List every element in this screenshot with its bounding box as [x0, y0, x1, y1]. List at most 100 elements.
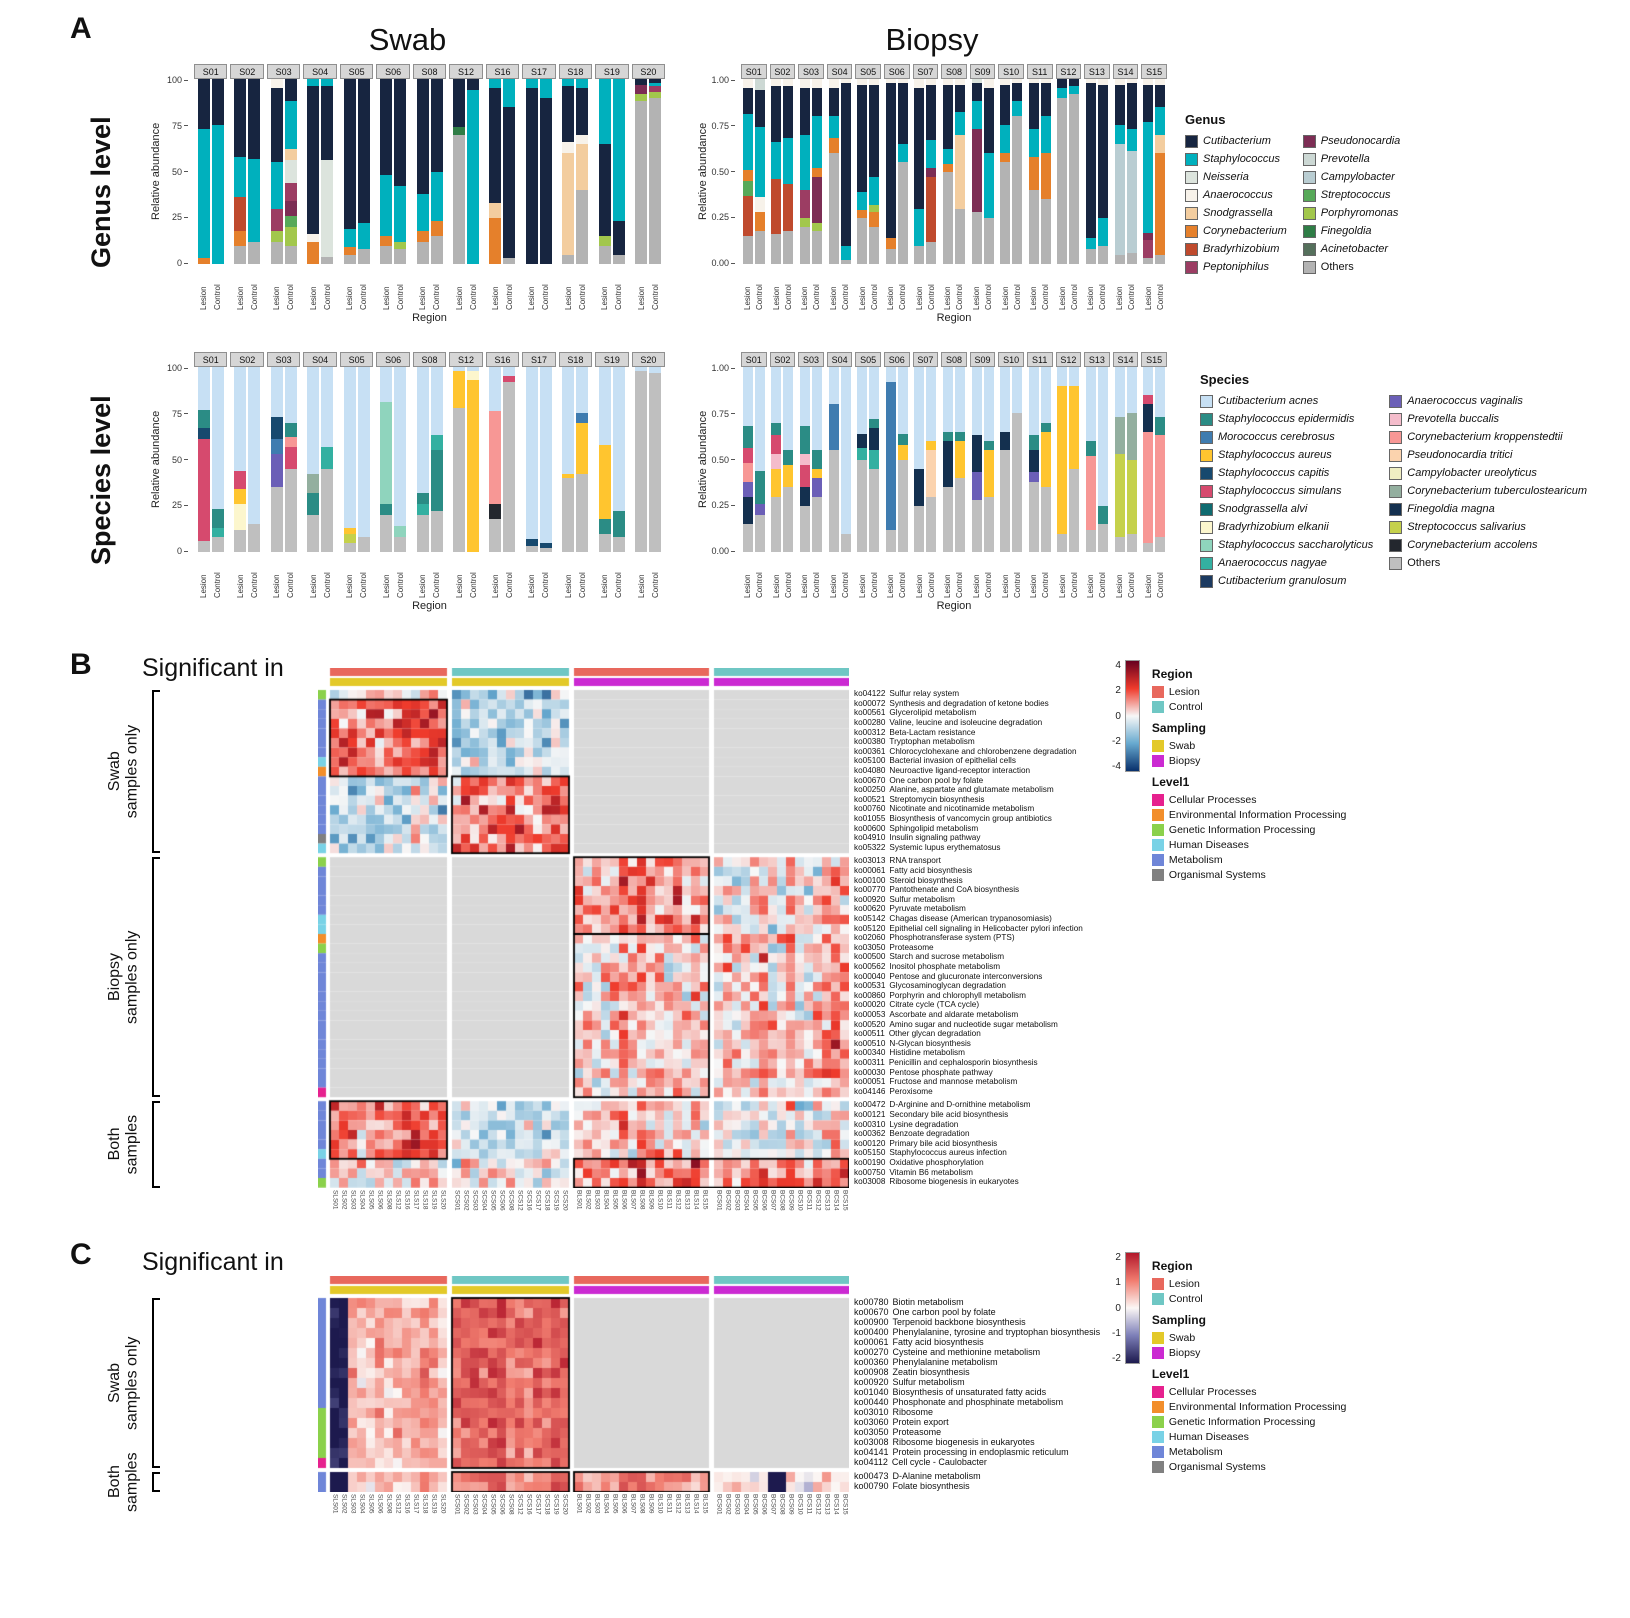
sample-column-label: SCS04 — [480, 1494, 488, 1515]
x-tick-label: Lesion — [636, 574, 646, 598]
stacked-bar — [983, 367, 994, 552]
bar-segment — [869, 212, 880, 227]
x-tick-label: Lesion — [857, 286, 867, 310]
x-tick-label: Lesion — [418, 286, 428, 310]
facet-plot — [339, 367, 374, 552]
x-tick-label: Control — [1098, 572, 1108, 598]
sample-column-label: SCS01 — [453, 1494, 461, 1515]
bar-segment — [394, 241, 407, 250]
legend-item: Staphylococcus epidermidis — [1200, 410, 1373, 428]
bar-segment — [284, 79, 297, 102]
bar-segment — [1097, 367, 1108, 506]
bar-segment — [1126, 459, 1137, 534]
bar-segment — [1143, 258, 1154, 264]
legend-item: Organismal Systems — [1151, 1459, 1346, 1474]
bar-segment — [897, 143, 908, 163]
sample-column-label: BLS08 — [638, 1494, 646, 1514]
sample-column-label: BLS04 — [602, 1494, 610, 1514]
facet-header: S04 — [303, 352, 337, 367]
bar-segment — [983, 217, 994, 264]
bar-segment — [771, 422, 782, 436]
stacked-bar — [885, 79, 896, 264]
legend-item: Morococcus cerebrosus — [1200, 428, 1373, 446]
bar-segment — [649, 86, 662, 92]
legend-label: Campylobacter — [1320, 171, 1395, 183]
facet-plot — [883, 79, 910, 264]
bar-segment — [1069, 385, 1080, 469]
bar-segment — [343, 228, 356, 248]
bar-segment — [1126, 413, 1137, 460]
sample-column-label: BCS14 — [832, 1494, 840, 1515]
legend-label: Organismal Systems — [1168, 1460, 1266, 1473]
bar-segment — [197, 79, 210, 129]
bar-segment — [914, 245, 925, 264]
x-tick-label: Lesion — [418, 574, 428, 598]
legend-label: Environmental Information Processing — [1168, 1400, 1347, 1413]
bar-segment — [783, 487, 794, 552]
legend-title: Genus — [1185, 112, 1226, 127]
bar-segment — [1028, 435, 1039, 451]
bar-segment — [983, 450, 994, 497]
facet-header: S03 — [266, 64, 301, 79]
x-tick-label: Control — [1155, 284, 1165, 310]
bar-segment — [562, 141, 575, 153]
bar-segment — [783, 450, 794, 466]
stacked-bar — [783, 367, 794, 552]
bar-segment — [771, 86, 782, 142]
sample-column-label: SCS12 — [516, 1190, 524, 1211]
legend-label: Genetic Information Processing — [1168, 1415, 1316, 1428]
facet-plot — [1026, 367, 1053, 552]
scale-tick: -1 — [1112, 1327, 1121, 1339]
bar-segment — [357, 537, 370, 552]
facet-plot — [855, 79, 881, 264]
scale-tick: 1 — [1115, 1277, 1121, 1289]
bar-segment — [954, 478, 965, 552]
bar-segment — [1155, 134, 1166, 153]
bar-segment — [1028, 156, 1039, 190]
legend-item: Swab — [1151, 1330, 1346, 1345]
facet-plot — [522, 367, 556, 552]
stacked-bar — [394, 367, 407, 552]
bar-segment — [612, 367, 625, 512]
bar-segment — [453, 79, 466, 128]
x-tick-label: Lesion — [800, 574, 810, 598]
swab-column-title: Swab — [368, 22, 447, 57]
y-axis-label: Relative abundance — [697, 122, 709, 221]
facet-plot — [558, 79, 593, 264]
sample-column-label: SCS17 — [534, 1494, 542, 1515]
x-tick-label: Lesion — [563, 286, 573, 310]
stacked-bar — [635, 79, 648, 264]
stacked-bar — [525, 79, 538, 264]
legend-label: Lesion — [1168, 1277, 1200, 1290]
x-axis-label: Region — [936, 600, 972, 612]
bar-segment — [971, 472, 982, 501]
bar-segment — [197, 128, 210, 259]
bar-segment — [576, 134, 589, 144]
bar-segment — [1069, 367, 1080, 386]
stacked-bar — [525, 367, 538, 552]
bar-segment — [503, 258, 516, 264]
bar-segment — [525, 79, 538, 89]
legend-item: Staphylococcus capitis — [1200, 464, 1373, 482]
bar-segment — [1028, 450, 1039, 473]
bar-segment — [914, 505, 925, 552]
bar-segment — [430, 435, 443, 451]
legend-swatch — [1200, 538, 1213, 552]
sample-column-label: BLS01 — [575, 1190, 583, 1210]
legend-label: Prevotella buccalis — [1407, 413, 1500, 425]
facet-plot — [1141, 79, 1167, 264]
